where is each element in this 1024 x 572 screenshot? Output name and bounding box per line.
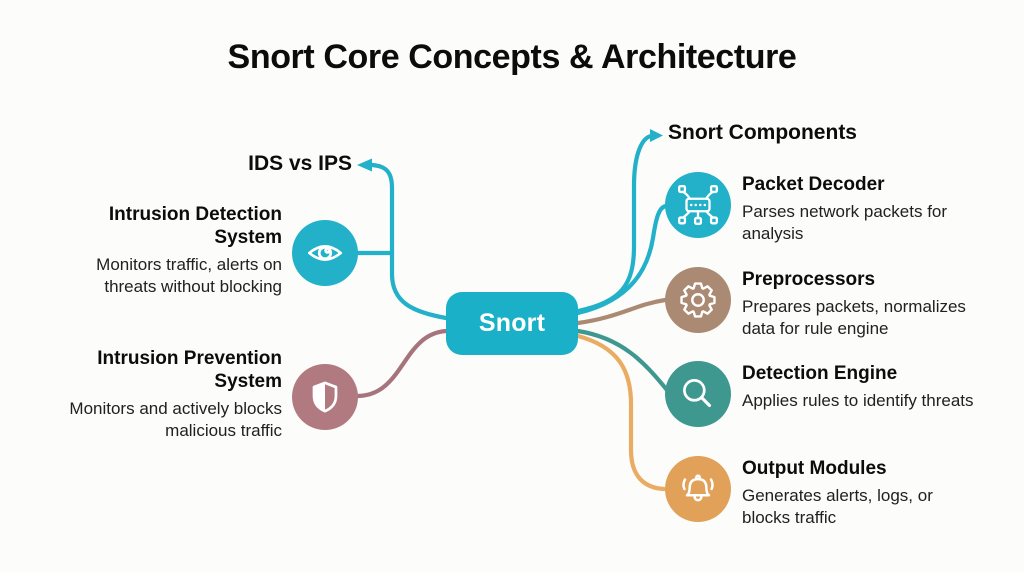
magnifier-icon <box>665 361 731 427</box>
left-branch-header: IDS vs IPS <box>248 152 352 175</box>
item-heading: Output Modules <box>742 458 887 479</box>
connector-output-modules <box>575 333 667 492</box>
arrowhead-ids <box>357 158 372 172</box>
right-item-output-modules: Output Modules Generates alerts, logs, o… <box>742 457 986 529</box>
left-item-ips: Intrusion Prevention System Monitors and… <box>58 347 282 442</box>
connector-preprocessors <box>575 297 668 326</box>
connector-ids-branch <box>369 162 449 321</box>
item-heading: Preprocessors <box>742 269 876 290</box>
item-description: Monitors and actively blocks malicious t… <box>69 399 282 441</box>
item-heading: Packet Decoder <box>742 174 885 195</box>
network-icon <box>665 172 731 238</box>
item-heading: Intrusion Detection System <box>108 204 282 249</box>
connector-ips-item <box>354 328 449 399</box>
right-item-packet-decoder: Packet Decoder Parses network packets fo… <box>742 173 986 245</box>
snort-node-label: Snort <box>478 309 546 337</box>
connector-components-branch <box>575 133 654 314</box>
gear-icon <box>665 267 731 333</box>
item-description: Prepares packets, normalizes data for ru… <box>742 297 966 338</box>
connector-packet-decoder <box>575 203 669 316</box>
item-heading: Detection Engine <box>742 363 898 384</box>
right-item-preprocessors: Preprocessors Prepares packets, normaliz… <box>742 268 986 340</box>
arrowhead-components <box>650 129 663 142</box>
item-heading: Intrusion Prevention System <box>97 348 282 393</box>
connector-detection-engine <box>575 328 670 393</box>
item-description: Applies rules to identify threats <box>742 391 974 411</box>
bell-icon <box>665 456 731 522</box>
eye-icon <box>292 220 358 286</box>
right-branch-header: Snort Components <box>668 121 857 144</box>
right-item-detection-engine: Detection Engine Applies rules to identi… <box>742 362 986 412</box>
page-title: Snort Core Concepts & Architecture <box>227 38 797 76</box>
left-item-ids: Intrusion Detection System Monitors traf… <box>58 203 282 298</box>
item-description: Generates alerts, logs, or blocks traffi… <box>742 486 933 527</box>
item-description: Parses network packets for analysis <box>742 202 948 243</box>
item-description: Monitors traffic, alerts on threats with… <box>96 255 282 297</box>
snort-node: Snort <box>446 292 578 355</box>
shield-icon <box>292 364 358 430</box>
